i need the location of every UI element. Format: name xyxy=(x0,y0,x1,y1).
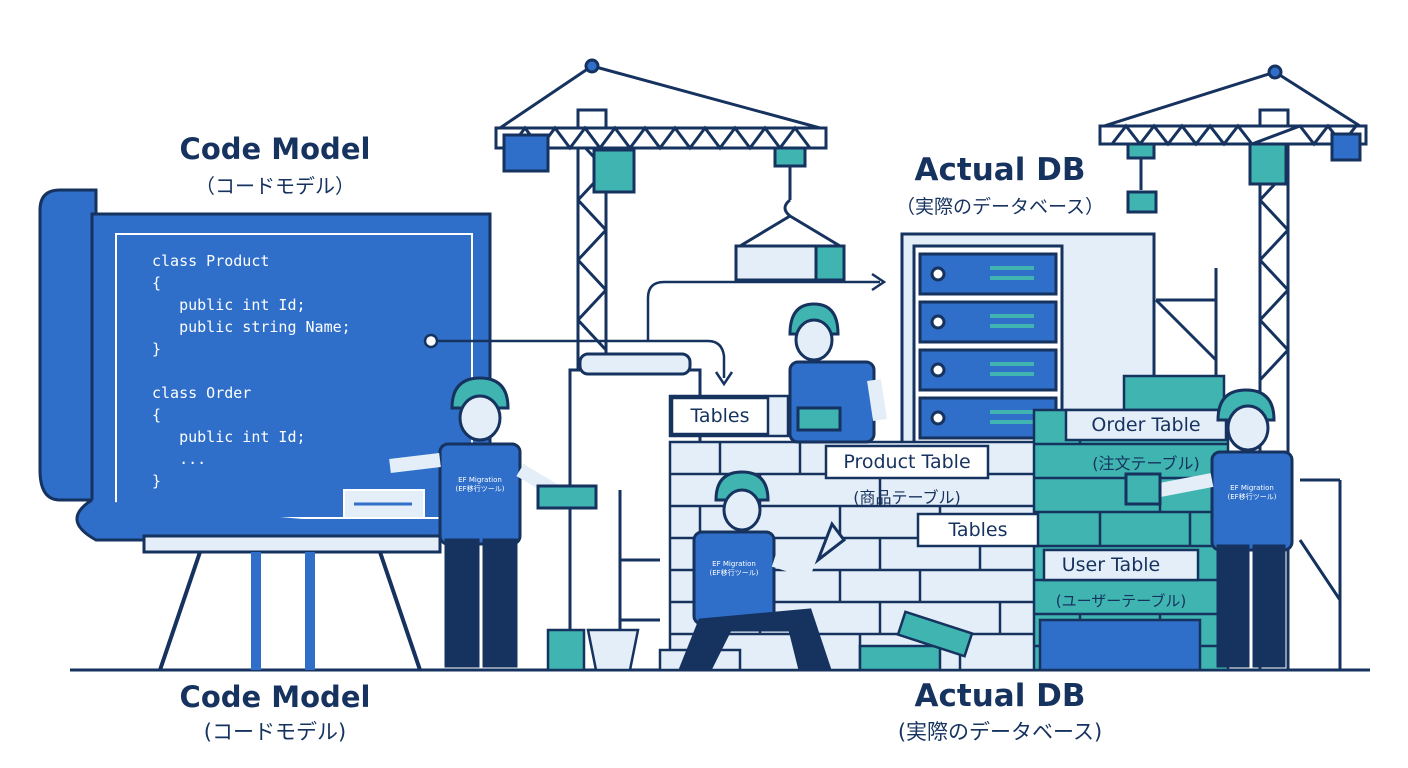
actual-db-subtitle-top: （実際のデータベース） xyxy=(895,196,1105,218)
tables-label-top: Tables xyxy=(690,405,750,427)
code-model-subtitle-bottom: (コードモデル) xyxy=(203,720,347,744)
order-table-label: Order Table xyxy=(1091,414,1201,436)
vest-line: EF Migration xyxy=(458,476,502,484)
vest-line: EF Migration xyxy=(712,560,756,568)
worker-carrying xyxy=(788,302,887,444)
worker-pointing xyxy=(389,376,598,668)
code-line: } xyxy=(152,340,162,358)
code-line: { xyxy=(152,274,162,292)
code-line: public int Id; xyxy=(152,428,306,446)
actual-db-title-top: Actual DB xyxy=(914,152,1086,188)
worker-kneeling xyxy=(677,470,847,672)
code-model-subtitle-top: （コードモデル） xyxy=(195,174,355,198)
vest-line: (EF移行ツール) xyxy=(1227,493,1277,501)
label-plates xyxy=(670,396,1228,582)
product-table-sublabel: (商品テーブル) xyxy=(853,488,961,507)
vest-line: (EF移行ツール) xyxy=(455,485,505,493)
tables-label-mid: Tables xyxy=(948,519,1008,541)
code-line: } xyxy=(152,472,162,490)
code-line: public int Id; xyxy=(152,296,306,314)
actual-db-title-bottom: Actual DB xyxy=(914,678,1086,714)
worker-right xyxy=(1124,388,1294,668)
vest-label-worker-4: EF Migration (EF移行ツール) xyxy=(1216,484,1288,502)
vest-label-worker-3: EF Migration (EF移行ツール) xyxy=(698,560,770,578)
code-line: class Order xyxy=(152,384,252,402)
server-rack xyxy=(900,232,1156,466)
product-table-label: Product Table xyxy=(843,451,971,473)
code-line: class Product xyxy=(152,252,270,270)
vest-line: EF Migration xyxy=(1230,484,1274,492)
code-model-title-top: Code Model xyxy=(179,132,371,166)
code-line: public string Name; xyxy=(152,318,351,336)
actual-db-subtitle-bottom: (実際のデータベース) xyxy=(897,720,1103,744)
vest-label-worker-1: EF Migration (EF移行ツール) xyxy=(444,476,516,494)
user-table-label: User Table xyxy=(1061,554,1161,576)
code-listing: class Product { public int Id; public st… xyxy=(152,252,452,512)
vest-line: (EF移行ツール) xyxy=(709,569,759,577)
blueprint-board xyxy=(38,188,492,671)
user-table-sublabel: (ユーザーテーブル) xyxy=(1055,592,1187,610)
code-model-title-bottom: Code Model xyxy=(179,680,371,714)
code-line: { xyxy=(152,406,162,424)
code-line: ... xyxy=(152,450,207,468)
flow-arrows xyxy=(423,272,887,387)
order-table-sublabel: (注文テーブル) xyxy=(1092,454,1200,473)
